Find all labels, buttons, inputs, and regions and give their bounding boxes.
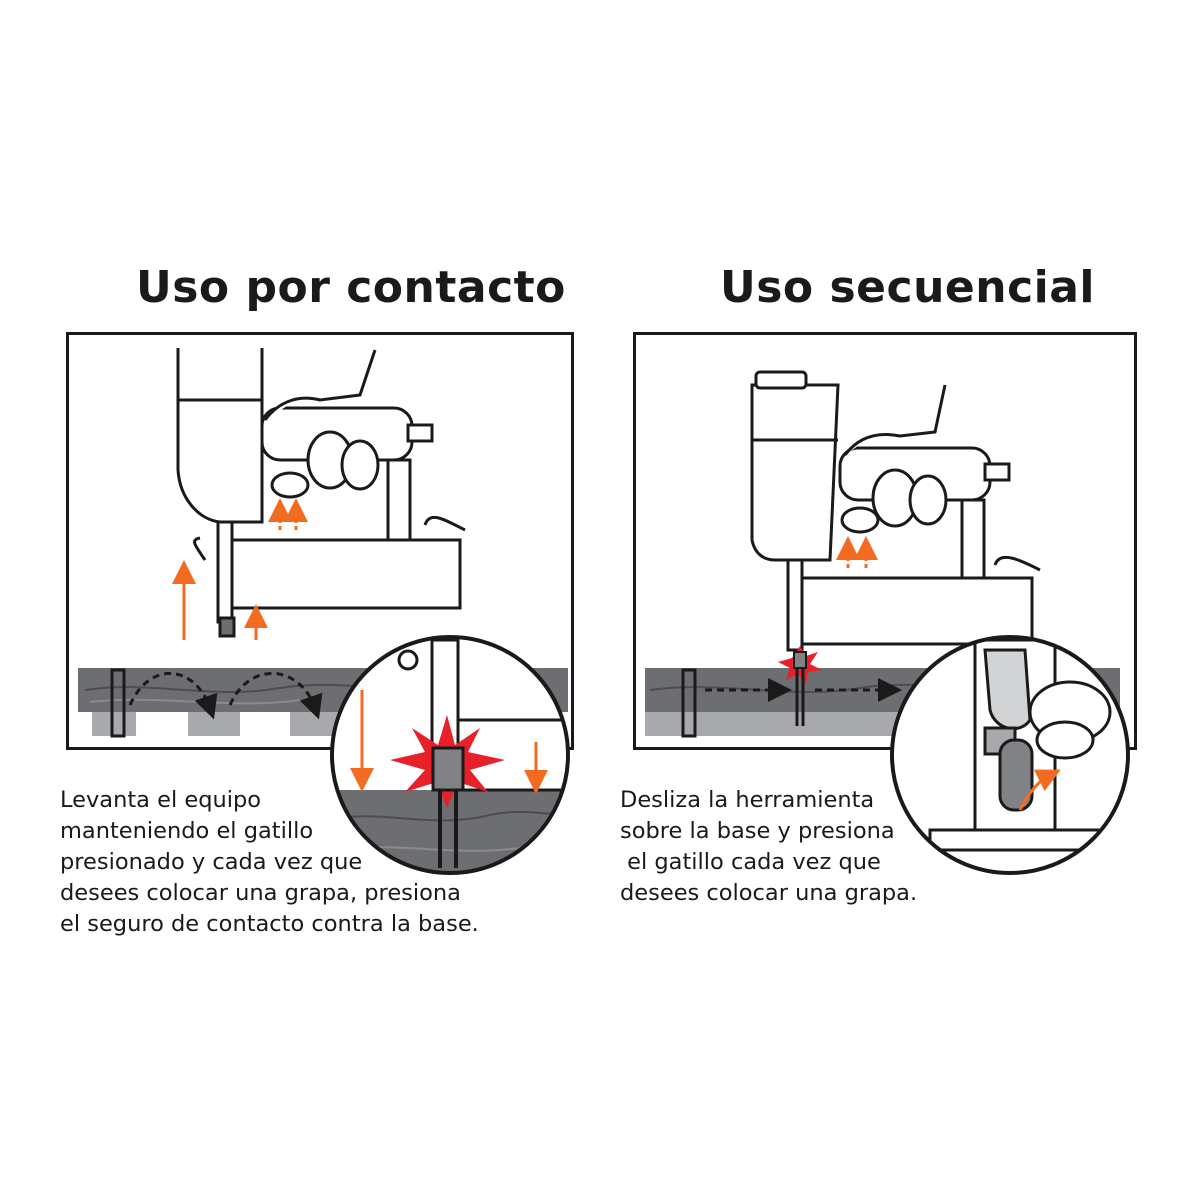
staple-drive-sequential	[778, 646, 822, 726]
title-contact: Uso por contacto	[136, 262, 566, 313]
upward-arrows-sequential	[836, 536, 878, 568]
staple-travel-arrows	[128, 671, 323, 720]
upward-arrows-contact	[172, 498, 308, 640]
title-sequential: Uso secuencial	[720, 262, 1096, 313]
description-sequential: Desliza la herramienta sobre la base y p…	[620, 787, 918, 906]
zoom-circle-sequential	[890, 635, 1130, 875]
stapler-sequential	[750, 370, 1041, 652]
description-contact: Levanta el equipo manteniendo el gatillo…	[60, 787, 479, 937]
stapler-contact	[176, 348, 466, 638]
